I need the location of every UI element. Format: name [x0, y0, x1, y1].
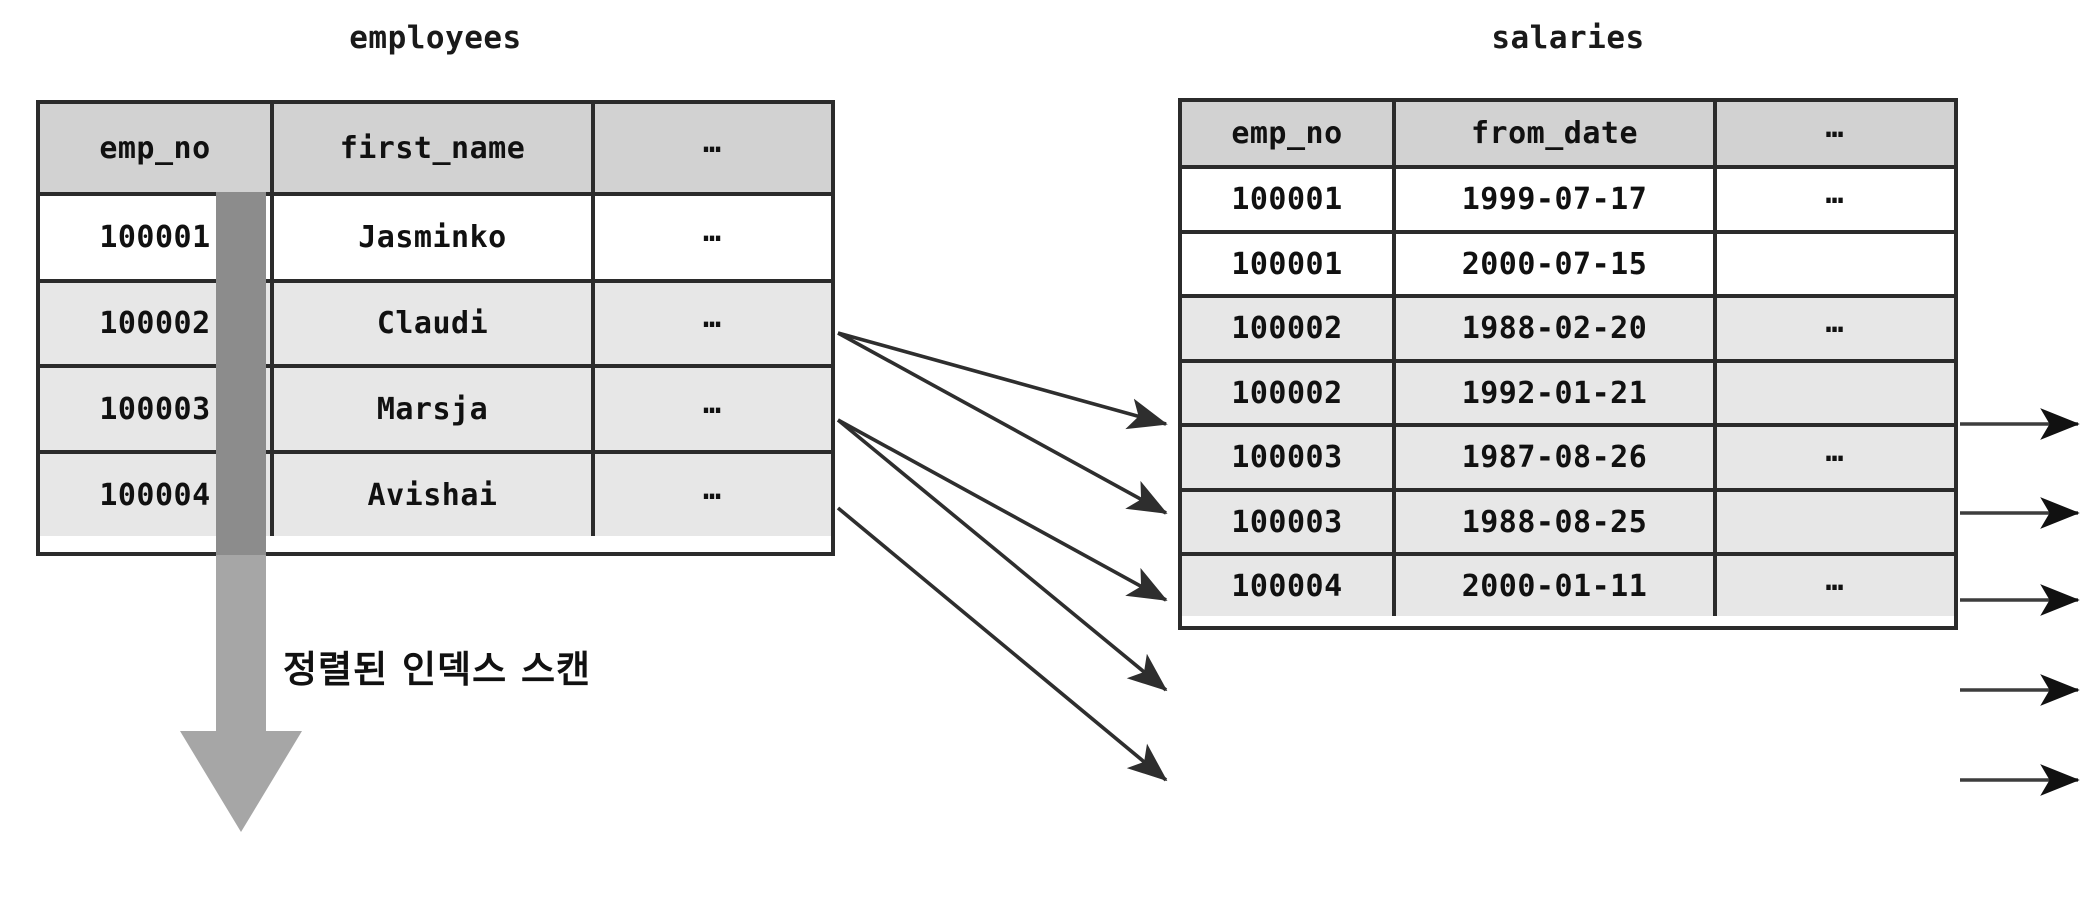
join-arrow-group — [836, 331, 1168, 782]
salaries-cell-more — [1713, 363, 1954, 423]
salaries-row-6[interactable]: 100003 1988-08-25 — [1182, 488, 1954, 552]
employees-row-100003[interactable]: 100003 Marsja … — [40, 364, 831, 450]
salaries-cell-from-date: 1999-07-17 — [1392, 169, 1713, 230]
salaries-row-4[interactable]: 100002 1992-01-21 — [1182, 359, 1954, 423]
salaries-col-more: … — [1713, 102, 1954, 165]
employees-table-title: employees — [349, 20, 522, 56]
employees-row-100004[interactable]: 100004 Avishai … — [40, 450, 831, 536]
salaries-cell-from-date: 2000-01-11 — [1392, 556, 1713, 616]
salaries-cell-more: … — [1713, 427, 1954, 488]
salaries-cell-emp-no: 100003 — [1182, 492, 1392, 552]
employees-table: emp_no first_name … 100001 Jasminko … 10… — [36, 100, 835, 556]
employees-cell-first-name: Avishai — [270, 454, 591, 536]
employees-col-more: … — [591, 104, 831, 192]
salaries-row-2[interactable]: 100001 2000-07-15 — [1182, 230, 1954, 294]
employees-cell-first-name: Marsja — [270, 368, 591, 450]
employees-cell-emp-no: 100002 — [40, 283, 270, 364]
employees-header-row: emp_no first_name … — [40, 104, 831, 192]
salaries-cell-emp-no: 100002 — [1182, 363, 1392, 423]
salaries-cell-emp-no: 100001 — [1182, 234, 1392, 294]
sorted-index-scan-arrow — [180, 555, 302, 832]
join-arrow-3 — [837, 418, 1168, 602]
employees-row-100001[interactable]: 100001 Jasminko … — [40, 192, 831, 279]
join-arrow-5 — [836, 506, 1168, 782]
join-arrow-1 — [837, 331, 1168, 430]
join-arrow-4 — [836, 418, 1168, 692]
salaries-cell-emp-no: 100001 — [1182, 169, 1392, 230]
salaries-cell-more — [1713, 492, 1954, 552]
salaries-cell-more: … — [1713, 169, 1954, 230]
salaries-row-1[interactable]: 100001 1999-07-17 … — [1182, 165, 1954, 230]
employees-cell-emp-no: 100003 — [40, 368, 270, 450]
salaries-cell-from-date: 1992-01-21 — [1392, 363, 1713, 423]
salaries-cell-from-date: 1987-08-26 — [1392, 427, 1713, 488]
salaries-header-row: emp_no from_date … — [1182, 102, 1954, 165]
employees-cell-emp-no: 100001 — [40, 196, 270, 279]
salaries-cell-emp-no: 100004 — [1182, 556, 1392, 616]
employees-row-100002[interactable]: 100002 Claudi … — [40, 279, 831, 364]
salaries-row-7[interactable]: 100004 2000-01-11 … — [1182, 552, 1954, 616]
employees-cell-more: … — [591, 283, 831, 364]
salaries-cell-from-date: 2000-07-15 — [1392, 234, 1713, 294]
salaries-cell-emp-no: 100002 — [1182, 298, 1392, 359]
employees-col-emp-no: emp_no — [40, 104, 270, 192]
salaries-cell-from-date: 1988-02-20 — [1392, 298, 1713, 359]
salaries-table: emp_no from_date … 100001 1999-07-17 … 1… — [1178, 98, 1958, 630]
salaries-cell-more — [1713, 234, 1954, 294]
join-arrow-2 — [837, 331, 1168, 515]
employees-cell-more: … — [591, 454, 831, 536]
salaries-outgoing-arrow-group — [1960, 408, 2080, 796]
salaries-cell-more: … — [1713, 556, 1954, 616]
salaries-cell-from-date: 1988-08-25 — [1392, 492, 1713, 552]
salaries-table-title: salaries — [1491, 20, 1645, 56]
employees-col-first-name: first_name — [270, 104, 591, 192]
salaries-cell-emp-no: 100003 — [1182, 427, 1392, 488]
salaries-row-5[interactable]: 100003 1987-08-26 … — [1182, 423, 1954, 488]
sorted-index-scan-label: 정렬된 인덱스 스캔 — [283, 648, 592, 691]
employees-cell-first-name: Claudi — [270, 283, 591, 364]
salaries-row-3[interactable]: 100002 1988-02-20 … — [1182, 294, 1954, 359]
salaries-cell-more: … — [1713, 298, 1954, 359]
salaries-col-emp-no: emp_no — [1182, 102, 1392, 165]
salaries-col-from-date: from_date — [1392, 102, 1713, 165]
employees-cell-more: … — [591, 368, 831, 450]
employees-cell-more: … — [591, 196, 831, 279]
employees-cell-emp-no: 100004 — [40, 454, 270, 536]
employees-cell-first-name: Jasminko — [270, 196, 591, 279]
